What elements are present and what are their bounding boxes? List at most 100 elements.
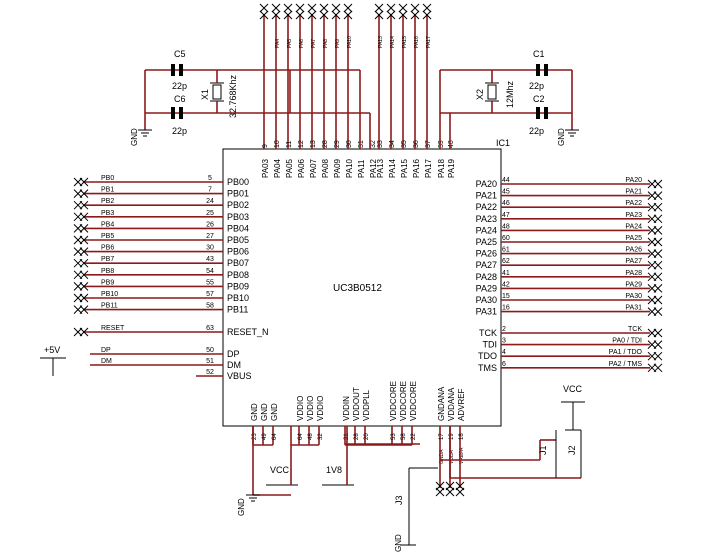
x-mark	[455, 487, 465, 497]
x-mark	[653, 284, 663, 293]
top-pin-number: 36	[413, 140, 420, 148]
left-pin-name: PB08	[227, 270, 249, 280]
left-pin-number: 51	[206, 358, 214, 365]
x1-crystal	[212, 84, 222, 100]
right-pin-name: PA24	[476, 225, 497, 235]
top-net-label: PA4	[275, 39, 281, 48]
x-mark	[653, 249, 663, 258]
bottom-supplies: GND VCC 1V8 J3 GND J1 J2 VCC	[237, 384, 585, 552]
bottom-pin-number: 48	[308, 433, 314, 440]
top-pin-name: PA14	[388, 158, 397, 178]
ic-body	[222, 148, 502, 427]
x1-ref: X1	[200, 89, 210, 100]
left-pin-number: 58	[206, 303, 214, 310]
c1-plate	[536, 64, 540, 76]
right-net-label: PA30	[625, 293, 642, 300]
left-pin-name: VBUS	[227, 371, 252, 381]
top-pin-name: PA15	[400, 158, 409, 178]
c2-plate	[544, 107, 548, 119]
top-net-label: PA7	[311, 39, 317, 48]
bottom-pin-name: VDDIN	[342, 396, 351, 421]
j1-ref: J1	[538, 445, 548, 455]
x-mark	[319, 3, 329, 13]
right-net-label: PA23	[625, 212, 642, 219]
c5-ref: C5	[174, 49, 186, 59]
right-net-label: PA31	[625, 305, 642, 312]
ic-name: UC3B0512	[333, 283, 382, 294]
right-pin-name: TCK	[479, 328, 497, 338]
x-mark	[283, 10, 293, 20]
x-mark	[295, 10, 305, 20]
top-pin-number: 32	[370, 140, 377, 148]
plus5v-label: +5V	[44, 345, 60, 355]
top-pin-name: PA12	[369, 158, 378, 178]
top-pin-name: PA17	[424, 158, 433, 178]
left-pin-name: PB07	[227, 258, 249, 268]
x-mark	[653, 214, 663, 224]
top-pin-name: PA13	[376, 158, 385, 178]
right-pin-number: 44	[502, 177, 510, 184]
ic-ref: IC1	[496, 138, 510, 148]
x-mark	[386, 10, 396, 20]
left-pin-name: RESET_N	[227, 327, 269, 337]
bottom-pin-number: 20	[364, 433, 370, 440]
left-pin-name: PB10	[227, 293, 249, 303]
bottom-pin-number: 18	[459, 433, 465, 440]
bottom-pin-name: VDDCORE	[409, 381, 418, 421]
x-mark	[435, 487, 445, 497]
x-mark	[79, 212, 89, 222]
top-net-label: PA17	[426, 36, 432, 48]
right-pin-number: 3	[502, 338, 506, 345]
top-pin-number: 10	[274, 140, 281, 148]
top-net-label: PA15	[402, 36, 408, 48]
c6-ref: C6	[174, 94, 186, 104]
left-net-label: PB0	[101, 175, 114, 182]
c1-plate	[544, 64, 548, 76]
x-mark	[79, 282, 89, 291]
left-pin-number: 54	[206, 268, 214, 275]
x-mark	[386, 3, 396, 13]
left-net-label: PB6	[101, 245, 114, 252]
left-net-label: PB10	[101, 291, 118, 298]
top-pin-number: 30	[346, 140, 353, 148]
right-pin-name: PA31	[476, 307, 497, 317]
x-mark	[271, 3, 281, 13]
right-pin-name: PA30	[476, 295, 497, 305]
right-pin-number: 6	[502, 361, 506, 368]
top-pin-name: PA03	[261, 158, 270, 178]
bottom-pin-name: GND	[260, 403, 269, 421]
bottom-pin-name: VDDIO	[306, 396, 315, 421]
x-mark	[79, 305, 89, 314]
right-net-label: PA26	[625, 247, 642, 254]
right-net-label: PA22	[625, 200, 642, 207]
bottom-pin-number: 64	[298, 433, 304, 440]
right-net-label: PA21	[625, 189, 642, 196]
right-net-label: PA28	[625, 270, 642, 277]
right-pin-number: 47	[502, 212, 510, 219]
bottom-pin-name: GND	[250, 403, 259, 421]
bottom-pin-name: GNDANA	[437, 386, 446, 421]
left-pin-number: 25	[206, 210, 214, 217]
x-mark	[79, 200, 89, 210]
top-net-label: PA13	[378, 36, 384, 48]
right-net-label: PA25	[625, 235, 642, 242]
right-pin-name: PA21	[476, 191, 497, 201]
x-mark	[653, 179, 663, 189]
x-mark	[445, 487, 455, 497]
x-mark	[79, 258, 89, 268]
top-net-label: PA8	[323, 39, 329, 48]
left-net-label: PB9	[101, 279, 114, 286]
x-mark	[307, 10, 317, 20]
right-pin-number: 61	[502, 247, 510, 254]
oscillator-left: C5 22p C6 22p X1 32.768Khz GND	[130, 49, 371, 149]
left-net-label: PB3	[101, 210, 114, 217]
x-mark	[271, 10, 281, 20]
top-pin-name: PA07	[309, 158, 318, 178]
left-pin-number: 24	[206, 198, 214, 205]
bottom-pin-number: 32	[318, 433, 324, 440]
top-pin-name: PA18	[437, 158, 446, 178]
top-pin-number: 28	[322, 140, 329, 148]
x-mark	[259, 10, 269, 20]
x-mark	[331, 10, 341, 20]
